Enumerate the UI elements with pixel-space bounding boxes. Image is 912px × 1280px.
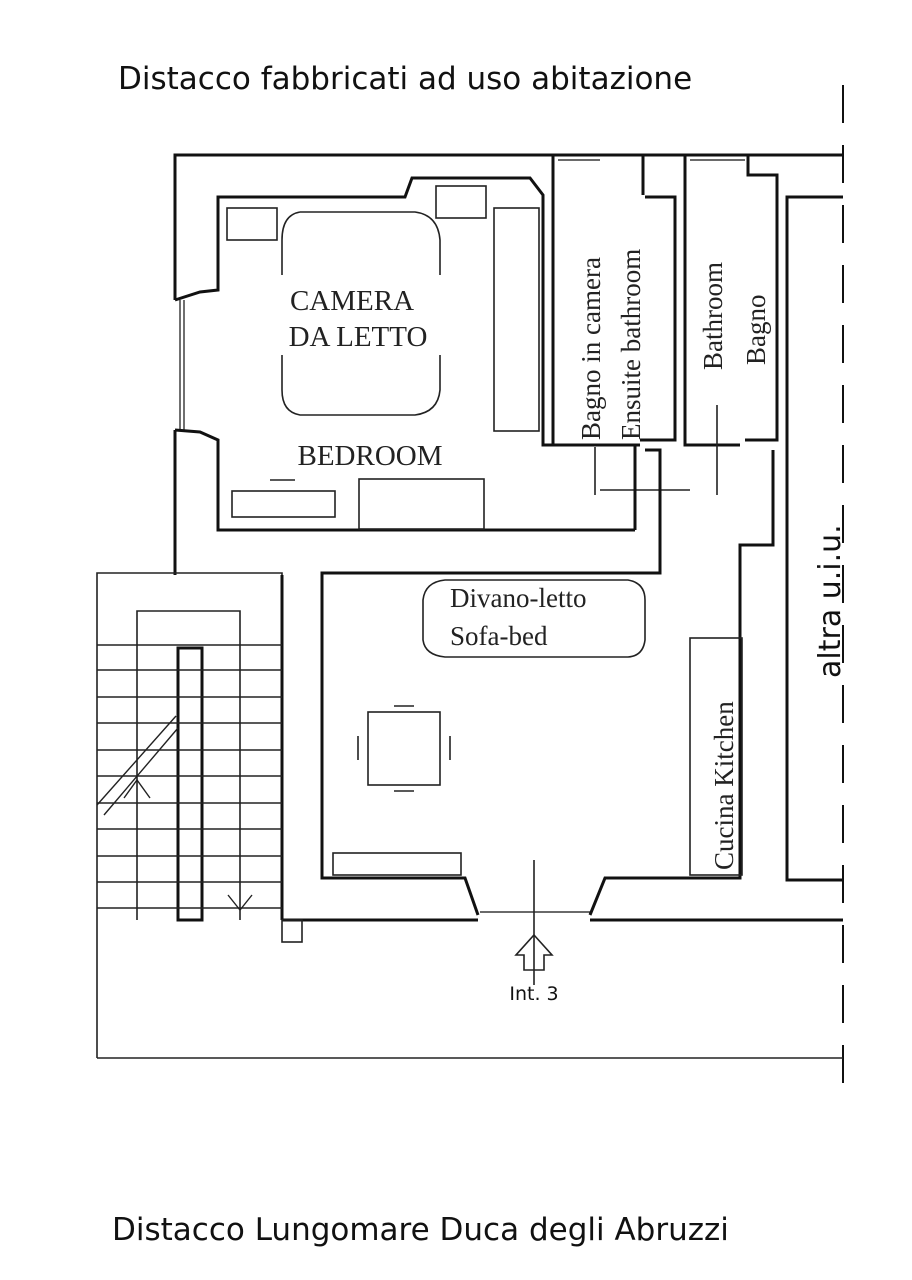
outer-walls bbox=[173, 153, 843, 882]
room-label: CAMERA bbox=[290, 285, 414, 317]
room-label: Cucina Kitchen bbox=[709, 701, 739, 870]
room-label: Bathroom bbox=[698, 262, 728, 370]
cabinet bbox=[332, 852, 462, 876]
room-label: Divano-letto bbox=[450, 583, 586, 613]
sofa-bed bbox=[422, 579, 646, 658]
ensuite-bathroom: Bagno in camera Ensuite bathroom bbox=[551, 155, 690, 495]
neighbor-label: altra u.i.u. bbox=[813, 524, 848, 678]
bedroom: CAMERA DA LETTO BEDROOM bbox=[174, 176, 635, 532]
room-label: Bagno in camera bbox=[576, 257, 606, 440]
nightstand bbox=[226, 207, 278, 241]
title-top: Distacco fabbricati ad uso abitazione bbox=[118, 61, 692, 97]
bathroom: Bathroom Bagno bbox=[683, 155, 779, 495]
pillar bbox=[281, 919, 303, 943]
room-label: Bagno bbox=[741, 295, 771, 366]
desk bbox=[231, 490, 336, 518]
room-label: DA LETTO bbox=[289, 321, 428, 353]
room-label: BEDROOM bbox=[297, 440, 442, 472]
living-wall bbox=[588, 450, 775, 916]
staircase bbox=[96, 572, 284, 1058]
bed bbox=[281, 211, 441, 416]
nightstand bbox=[435, 185, 487, 219]
title-bottom: Distacco Lungomare Duca degli Abruzzi bbox=[112, 1212, 729, 1248]
entrance-label: Int. 3 bbox=[509, 983, 558, 1005]
kitchen-counter bbox=[689, 637, 743, 876]
dresser bbox=[358, 478, 485, 530]
dining-table bbox=[367, 711, 441, 786]
room-label: Ensuite bathroom bbox=[616, 249, 646, 440]
living-wall bbox=[320, 448, 662, 916]
living-room: Divano-letto Sofa-bed Cucina Kitchen bbox=[332, 579, 743, 876]
entrance-arrow-icon bbox=[514, 933, 554, 971]
wardrobe bbox=[493, 207, 540, 432]
room-label: Sofa-bed bbox=[450, 621, 548, 651]
